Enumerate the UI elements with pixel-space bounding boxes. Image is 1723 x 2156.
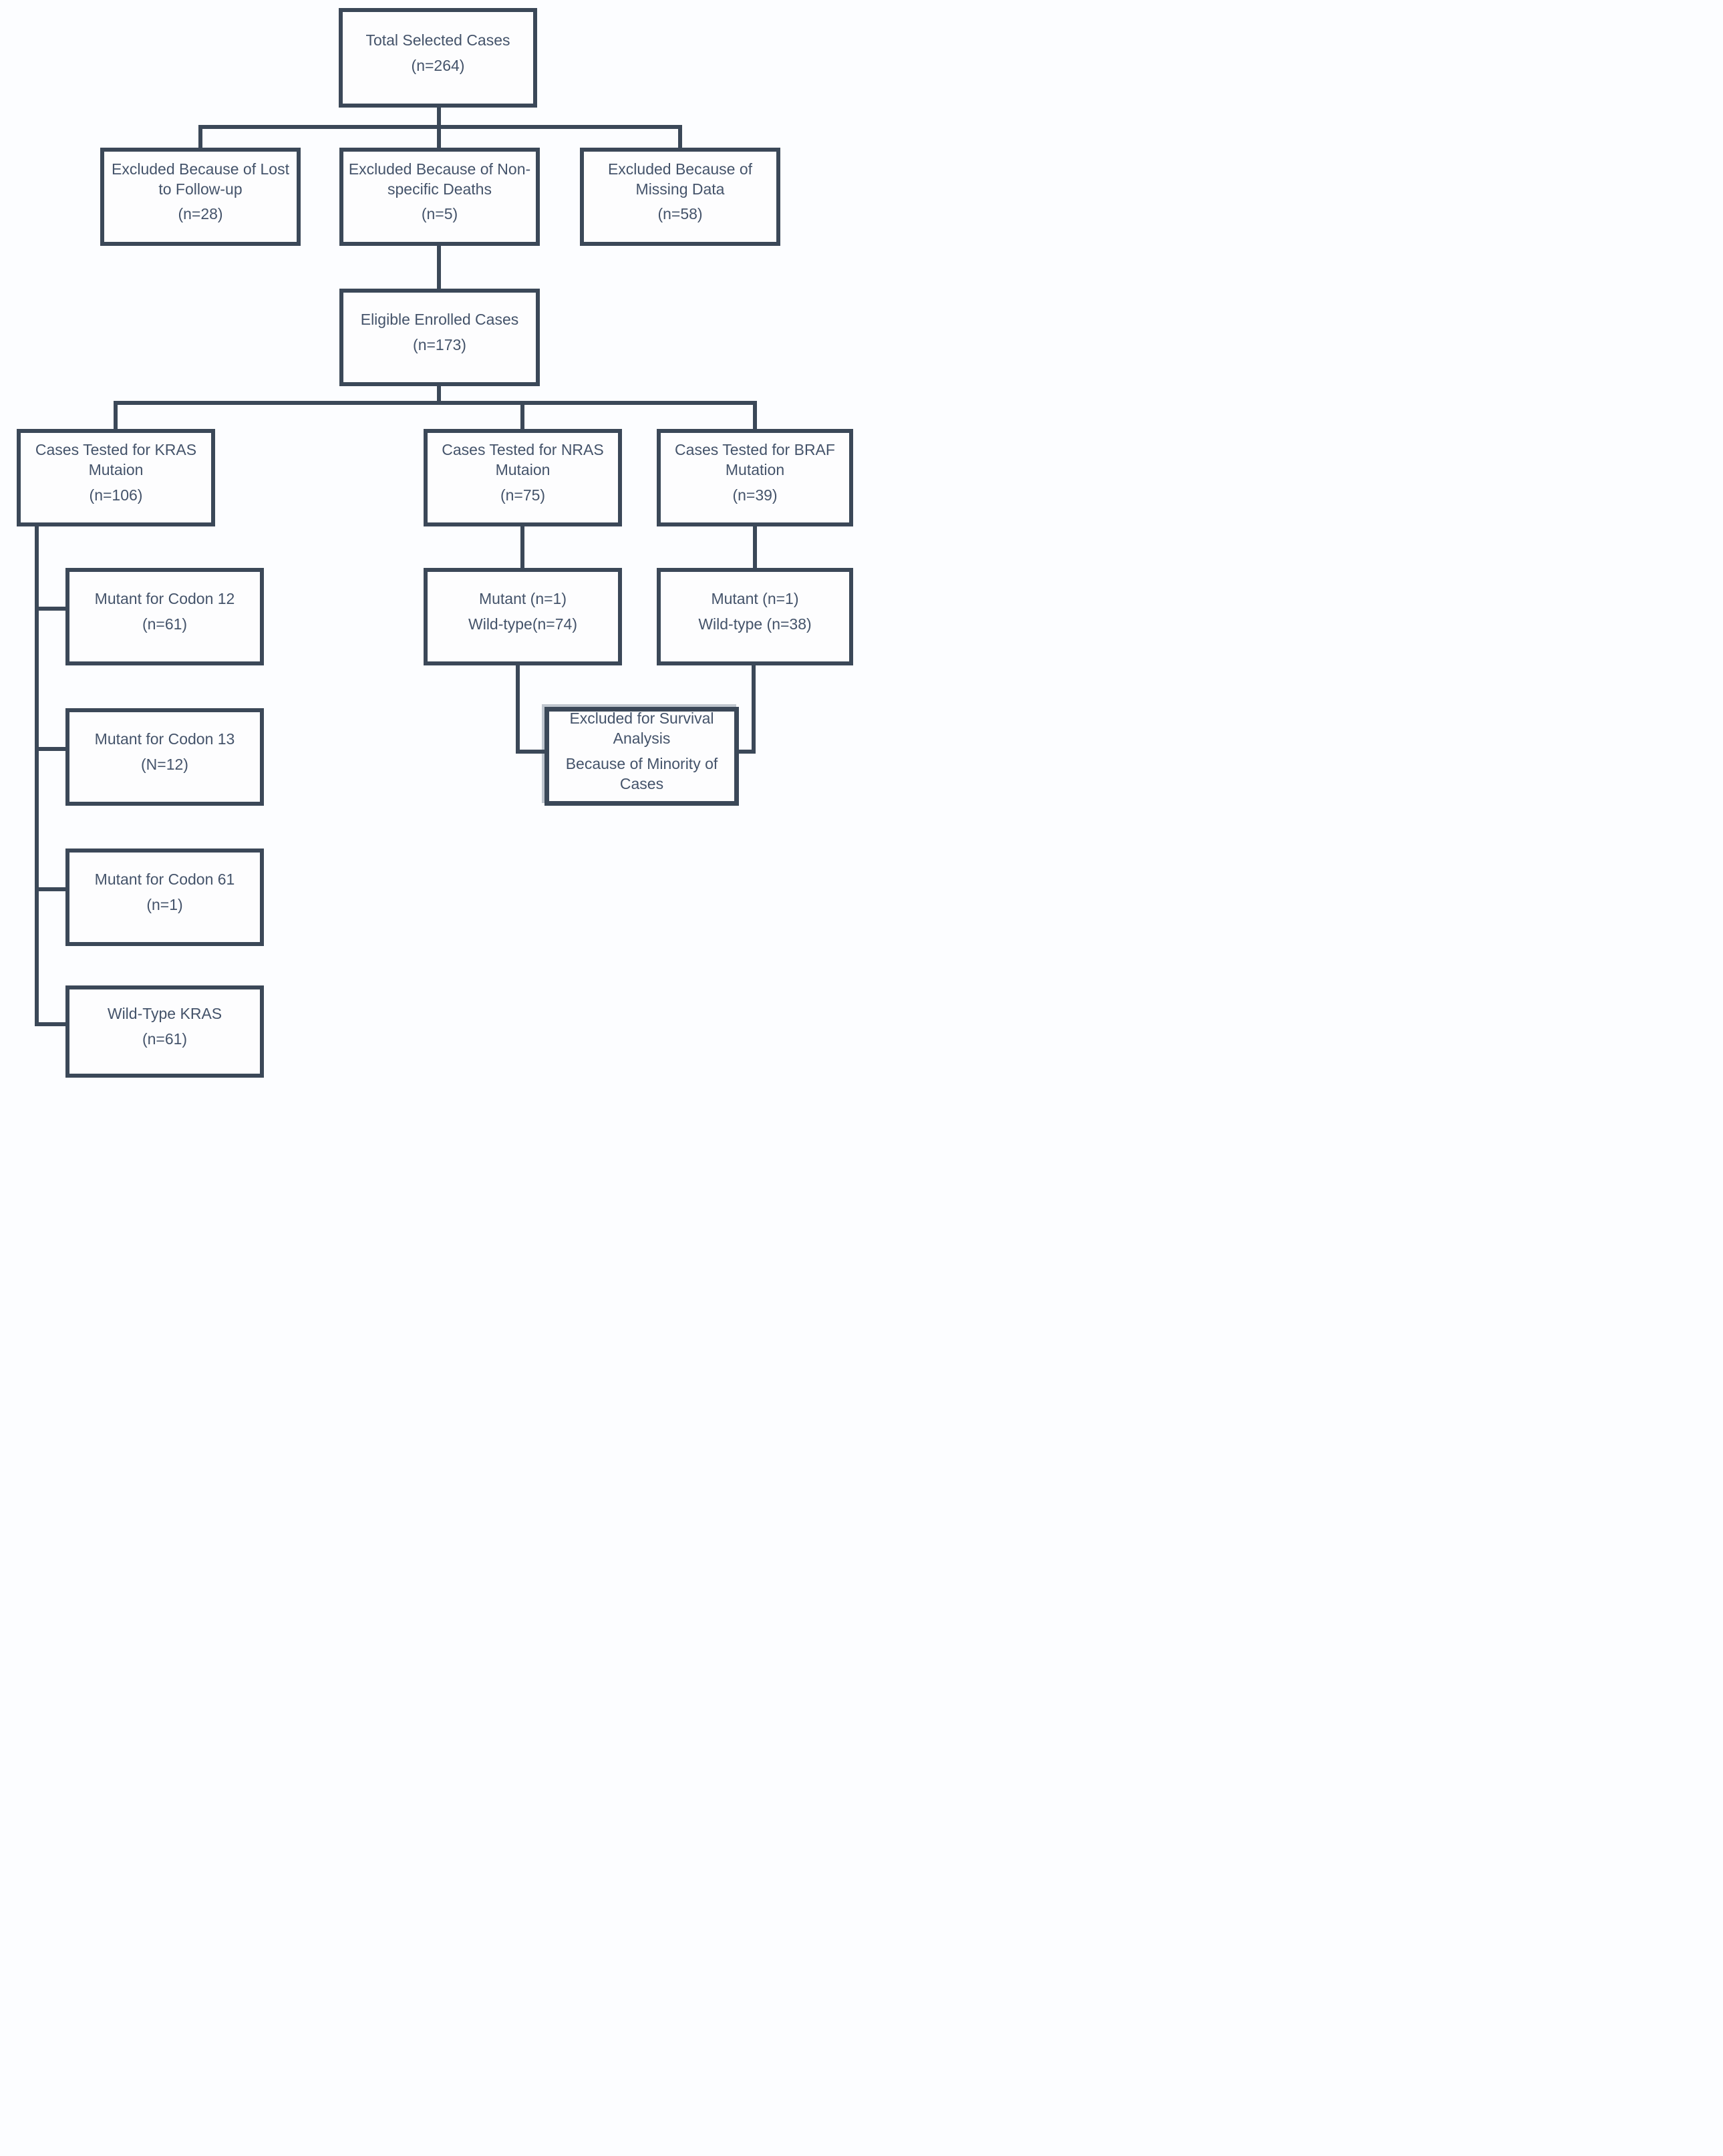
- node-eligible-enrolled-cases: Eligible Enrolled Cases (n=173): [339, 289, 540, 386]
- connector-drop-missing: [678, 128, 682, 148]
- node-label: Excluded Because of Lost to Follow-up: [112, 160, 289, 198]
- connector-nras-to-result: [520, 526, 524, 568]
- connector-kras-trunk: [35, 526, 39, 1026]
- connector-stub-wildtype: [35, 1022, 65, 1026]
- node-label: Cases Tested for BRAF Mutation: [675, 441, 835, 479]
- connector-bus-row2: [198, 125, 682, 129]
- node-braf-result: Mutant (n=1) Wild-type (n=38): [657, 568, 853, 665]
- node-mutant-codon-13: Mutant for Codon 13 (N=12): [65, 708, 264, 806]
- connector-drop-kras: [114, 404, 118, 429]
- node-count: (N=12): [141, 756, 188, 773]
- connector-drop-deaths: [437, 128, 441, 148]
- node-label: Excluded for Survival Analysis: [569, 710, 714, 748]
- connector-brafresult-stub: [736, 750, 756, 754]
- connector-bus-row4: [114, 401, 757, 405]
- connector-stub-codon13: [35, 747, 65, 751]
- node-total-selected-cases: Total Selected Cases (n=264): [339, 8, 537, 108]
- node-mutant-codon-12: Mutant for Codon 12 (n=61): [65, 568, 264, 665]
- node-label: Cases Tested for NRAS Mutaion: [442, 441, 604, 479]
- node-count: (n=28): [178, 205, 223, 223]
- node-label: Wild-Type KRAS: [107, 1005, 222, 1023]
- node-label: Mutant for Codon 61: [94, 871, 235, 889]
- node-line-wildtype: Wild-type (n=38): [698, 615, 812, 633]
- connector-drop-nras: [520, 404, 524, 429]
- node-label: Total Selected Cases: [365, 31, 510, 49]
- node-wildtype-kras: Wild-Type KRAS (n=61): [65, 985, 264, 1078]
- node-excluded-lost-followup: Excluded Because of Lost to Follow-up (n…: [100, 148, 301, 246]
- node-count: (n=106): [89, 486, 143, 504]
- connector-deaths-to-eligible: [437, 246, 441, 289]
- node-line-wildtype: Wild-type(n=74): [468, 615, 577, 633]
- flowchart-canvas: Total Selected Cases (n=264) Excluded Be…: [0, 0, 862, 1078]
- node-count: (n=39): [732, 486, 778, 504]
- node-count: (n=58): [657, 205, 703, 223]
- connector-eligible-down: [437, 386, 441, 403]
- node-excluded-survival-analysis: Excluded for Survival Analysis Because o…: [544, 707, 739, 806]
- node-tested-nras: Cases Tested for NRAS Mutaion (n=75): [424, 429, 622, 526]
- node-label-2: Because of Minority of Cases: [565, 755, 718, 792]
- node-tested-braf: Cases Tested for BRAF Mutation (n=39): [657, 429, 853, 526]
- node-mutant-codon-61: Mutant for Codon 61 (n=1): [65, 849, 264, 946]
- node-label: Eligible Enrolled Cases: [360, 311, 519, 329]
- connector-braf-to-result: [753, 526, 757, 568]
- connector-brafresult-down: [752, 665, 756, 754]
- node-count: (n=264): [411, 56, 465, 74]
- node-count: (n=173): [413, 336, 466, 353]
- node-label: Mutant for Codon 12: [94, 590, 235, 608]
- node-label: Cases Tested for KRAS Mutaion: [35, 441, 197, 479]
- node-count: (n=5): [421, 205, 458, 223]
- connector-stub-codon61: [35, 887, 65, 891]
- connector-total-down: [437, 108, 441, 128]
- connector-drop-followup: [198, 128, 202, 148]
- node-label: Excluded Because of Non-specific Deaths: [348, 160, 531, 198]
- connector-nrasresult-down: [516, 665, 520, 754]
- node-tested-kras: Cases Tested for KRAS Mutaion (n=106): [17, 429, 215, 526]
- node-line-mutant: Mutant (n=1): [478, 590, 567, 608]
- node-count: (n=61): [142, 1030, 188, 1048]
- connector-nrasresult-stub: [516, 750, 547, 754]
- node-label: Mutant for Codon 13: [94, 730, 235, 748]
- connector-stub-codon12: [35, 607, 65, 611]
- node-count: (n=1): [146, 896, 183, 913]
- node-excluded-missing-data: Excluded Because of Missing Data (n=58): [580, 148, 780, 246]
- node-count: (n=61): [142, 615, 188, 633]
- node-label: Excluded Because of Missing Data: [607, 160, 753, 198]
- node-nras-result: Mutant (n=1) Wild-type(n=74): [424, 568, 622, 665]
- node-count: (n=75): [500, 486, 546, 504]
- node-line-mutant: Mutant (n=1): [711, 590, 799, 608]
- connector-drop-braf: [753, 404, 757, 429]
- node-excluded-nonspecific-deaths: Excluded Because of Non-specific Deaths …: [339, 148, 540, 246]
